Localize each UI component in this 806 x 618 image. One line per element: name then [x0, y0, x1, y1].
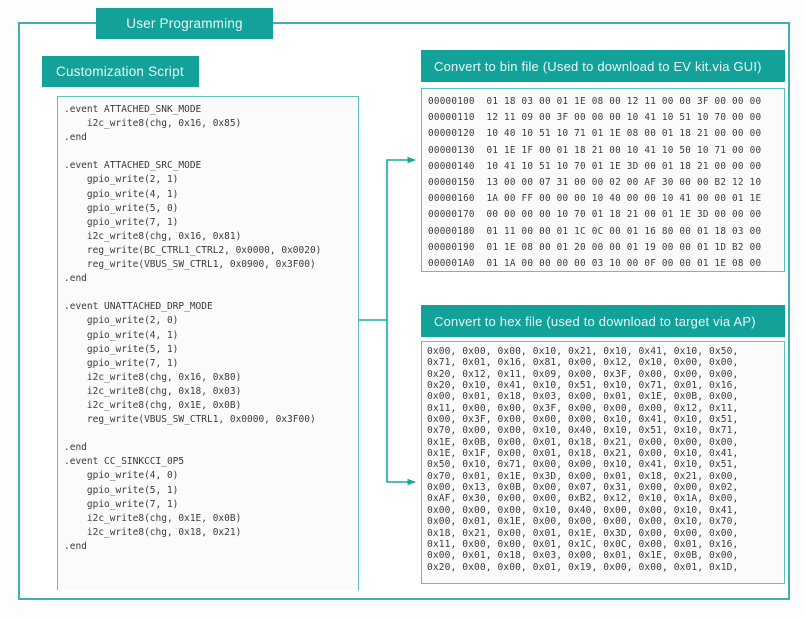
hex-file-panel: 0x00, 0x00, 0x00, 0x10, 0x21, 0x10, 0x41…: [421, 341, 785, 584]
data-row: 0x00, 0x13, 0x0B, 0x00, 0x07, 0x31, 0x00…: [427, 482, 739, 494]
hex-file-bytes: 0x00, 0x00, 0x00, 0x10, 0x21, 0x10, 0x41…: [427, 346, 784, 573]
data-row: 0x18, 0x21, 0x00, 0x01, 0x1E, 0x3D, 0x00…: [427, 527, 739, 539]
data-row: 0x1E, 0x0B, 0x00, 0x01, 0x18, 0x21, 0x00…: [427, 436, 739, 448]
data-row: 00000190 01 1E 08 00 01 20 00 00 01 19 0…: [428, 241, 762, 253]
data-row: 0x20, 0x12, 0x11, 0x09, 0x00, 0x3F, 0x00…: [427, 368, 739, 380]
convert-to-hex-badge: Convert to hex file (used to download to…: [421, 305, 785, 337]
data-row: 0x50, 0x10, 0x71, 0x00, 0x00, 0x10, 0x41…: [427, 459, 739, 471]
data-row: 00000170 00 00 00 00 10 70 01 18 21 00 0…: [428, 209, 762, 221]
data-row: 0x00, 0x01, 0x1E, 0x00, 0x00, 0x00, 0x00…: [427, 516, 739, 528]
data-row: 0x11, 0x00, 0x00, 0x3F, 0x00, 0x00, 0x00…: [427, 402, 739, 414]
bin-file-hexdump: 00000100 01 18 03 00 01 1E 08 00 12 11 0…: [428, 94, 784, 271]
convert-to-bin-badge: Convert to bin file (Used to download to…: [421, 50, 785, 82]
bin-file-panel: 00000100 01 18 03 00 01 1E 08 00 12 11 0…: [421, 88, 785, 272]
customization-script-code: .event ATTACHED_SNK_MODE i2c_write8(chg,…: [64, 104, 322, 552]
data-row: 0x1E, 0x1F, 0x00, 0x01, 0x18, 0x21, 0x00…: [427, 448, 739, 460]
data-row: 0x00, 0x00, 0x00, 0x10, 0x40, 0x00, 0x00…: [427, 504, 739, 516]
data-row: 00000110 12 11 09 00 3F 00 00 00 10 41 1…: [428, 112, 762, 124]
data-row: 00000160 1A 00 FF 00 00 00 10 40 00 00 1…: [428, 193, 762, 205]
data-row: 00000130 01 1E 1F 00 01 18 21 00 10 41 1…: [428, 144, 762, 156]
data-row: 00000180 01 11 00 00 01 1C 0C 00 01 16 8…: [428, 225, 762, 237]
data-row: 0x00, 0x01, 0x18, 0x03, 0x00, 0x01, 0x1E…: [427, 550, 739, 562]
data-row: 0x00, 0x01, 0x18, 0x03, 0x00, 0x01, 0x1E…: [427, 391, 739, 403]
data-row: 0x20, 0x10, 0x41, 0x10, 0x51, 0x10, 0x71…: [427, 380, 739, 392]
diagram-title-badge: User Programming: [96, 8, 273, 39]
data-row: 00000120 10 40 10 51 10 71 01 1E 08 00 0…: [428, 128, 762, 140]
data-row: 00000140 10 41 10 51 10 70 01 1E 3D 00 0…: [428, 160, 762, 172]
data-row: 0xAF, 0x30, 0x00, 0x00, 0xB2, 0x12, 0x10…: [427, 493, 739, 505]
data-row: 000001A0 01 1A 00 00 00 00 03 10 00 0F 0…: [428, 258, 762, 270]
data-row: 00000150 13 00 00 07 31 00 00 02 00 AF 3…: [428, 177, 762, 189]
data-row: 0x71, 0x01, 0x16, 0x81, 0x00, 0x12, 0x10…: [427, 357, 739, 369]
customization-script-panel: .event ATTACHED_SNK_MODE i2c_write8(chg,…: [57, 96, 359, 590]
data-row: 0x70, 0x00, 0x00, 0x10, 0x40, 0x10, 0x51…: [427, 425, 739, 437]
data-row: 0x00, 0x00, 0x00, 0x10, 0x21, 0x10, 0x41…: [427, 346, 739, 357]
data-row: 0x70, 0x01, 0x1E, 0x3D, 0x00, 0x01, 0x18…: [427, 470, 739, 482]
customization-script-badge: Customization Script: [42, 56, 199, 87]
data-row: 0x00, 0x3F, 0x00, 0x00, 0x00, 0x10, 0x41…: [427, 414, 739, 426]
data-row: 00000100 01 18 03 00 01 1E 08 00 12 11 0…: [428, 96, 762, 107]
data-row: 0x20, 0x00, 0x00, 0x01, 0x19, 0x00, 0x00…: [427, 561, 739, 573]
data-row: 0x11, 0x00, 0x00, 0x01, 0x1C, 0x0C, 0x00…: [427, 538, 739, 550]
